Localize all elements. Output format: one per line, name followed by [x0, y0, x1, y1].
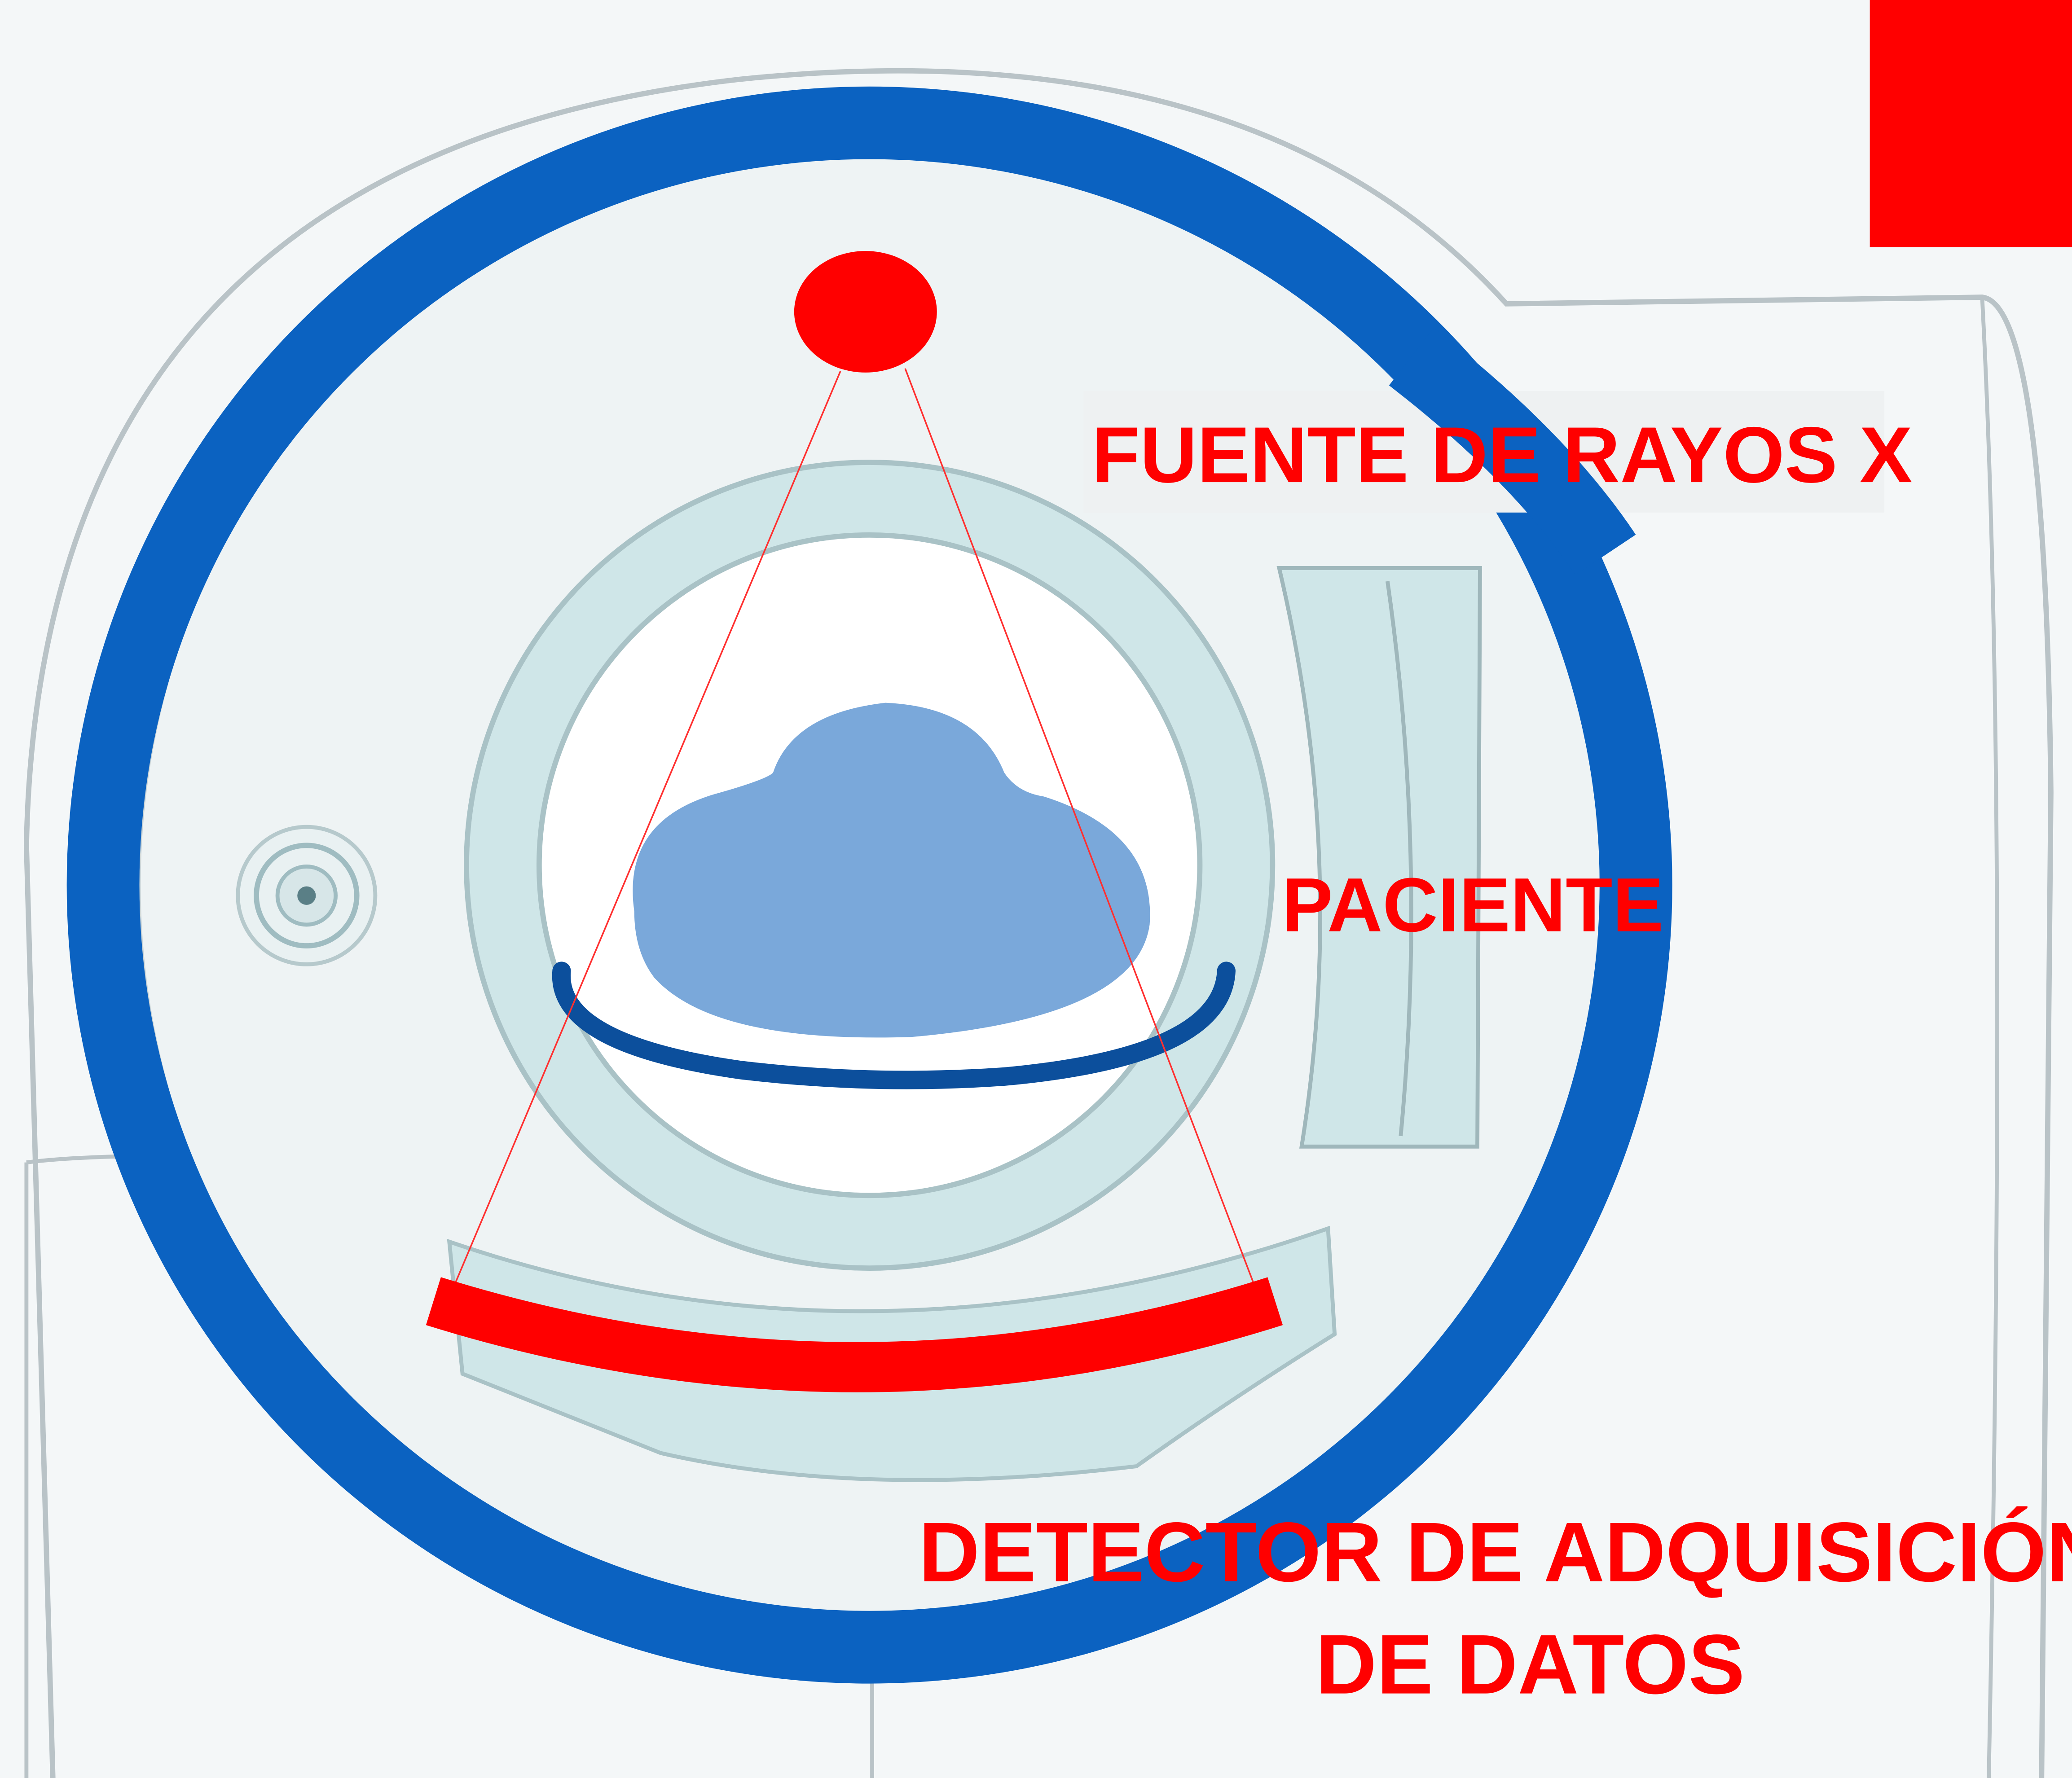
ring-overlap-segment	[1389, 328, 1636, 575]
patient-table	[552, 961, 1236, 1089]
gantry-housing	[23, 68, 2054, 1778]
detector-label-line1: DETECTOR DE ADQUISICIÓN	[919, 1505, 2072, 1599]
rotating-gantry-ring	[66, 86, 1672, 1684]
detector-label-line2: DE DATOS	[1315, 1617, 1745, 1712]
detector-arc	[426, 1277, 1283, 1392]
patient-label: PACIENTE	[1282, 862, 1663, 948]
control-knob	[236, 825, 378, 966]
source-label: FUENTE DE RAYOS X	[1091, 411, 1912, 499]
red-square	[1870, 0, 2072, 247]
patient-body-shape	[633, 702, 1150, 1038]
side-panel	[1276, 566, 1482, 1149]
x-ray-beam	[452, 368, 1256, 1288]
x-ray-source-dot	[794, 251, 937, 373]
